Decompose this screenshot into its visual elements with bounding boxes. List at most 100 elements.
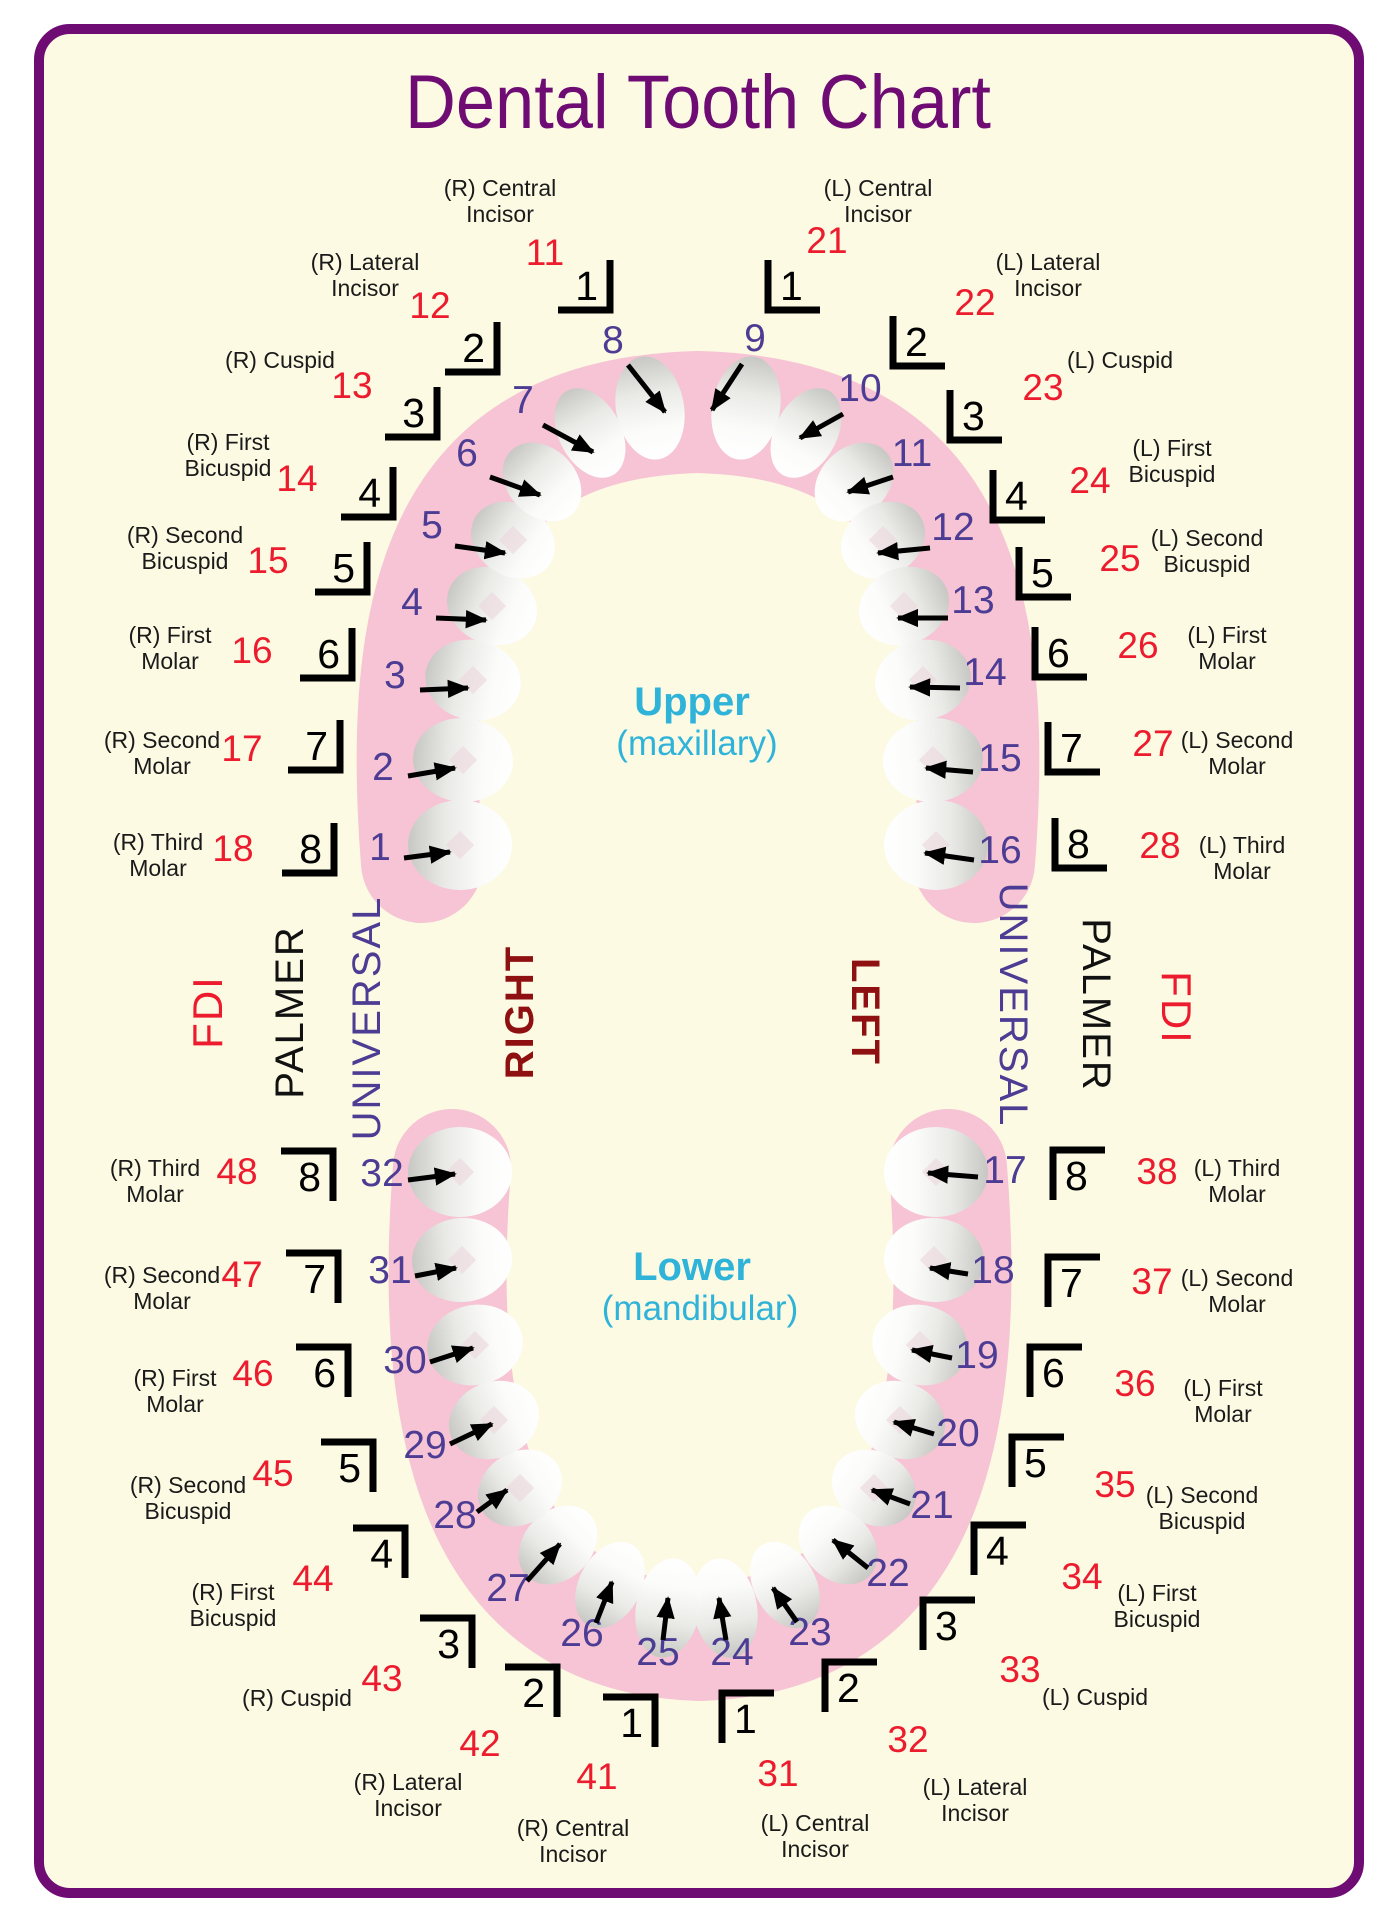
tooth-name-label: Incisor [539, 1841, 607, 1867]
universal-number: 25 [636, 1631, 679, 1674]
tooth-name-label: (R) Cuspid [225, 347, 335, 373]
fdi-number: 35 [1094, 1464, 1135, 1505]
fdi-axis-label: FDI [184, 975, 231, 1049]
tooth-name-label: (L) Second [1151, 525, 1264, 551]
tooth-name-label: (R) Cuspid [242, 1685, 352, 1711]
fdi-number: 11 [526, 232, 564, 273]
universal-number: 10 [838, 367, 881, 410]
page-title: Dental Tooth Chart [405, 60, 991, 145]
fdi-number: 25 [1099, 538, 1140, 579]
palmer-notation: 5 [315, 542, 371, 596]
palmer-notation: 7 [1044, 1253, 1100, 1307]
fdi-number: 43 [361, 1658, 402, 1699]
universal-number: 8 [602, 319, 624, 362]
svg-text:4: 4 [1005, 473, 1028, 519]
palmer-notation: 1 [718, 1689, 774, 1743]
palmer-notation: 8 [1049, 1146, 1105, 1200]
tooth-name-label: (L) Cuspid [1067, 347, 1173, 373]
tooth-name-label: Molar [1208, 1291, 1266, 1317]
pointer-arrow [475, 1487, 509, 1515]
pointer-arrow [656, 1596, 675, 1641]
tooth-name-label: Bicuspid [185, 455, 272, 481]
pointer-arrow [831, 1538, 870, 1570]
pointer-arrow [419, 679, 470, 698]
svg-text:2: 2 [462, 325, 485, 371]
universal-number: 20 [936, 1412, 979, 1455]
palmer-notation: 4 [341, 467, 397, 521]
teeth-layer [408, 356, 988, 1658]
tooth-name-label: (R) Lateral [354, 1769, 463, 1795]
svg-text:5: 5 [1024, 1440, 1047, 1486]
tooth-name-label: Incisor [374, 1795, 442, 1821]
lower-section-label: Lower [633, 1245, 751, 1289]
palmer-notation: 4 [353, 1524, 409, 1578]
fdi-number: 17 [221, 728, 262, 769]
svg-text:5: 5 [332, 545, 355, 591]
fdi-number: 32 [887, 1719, 928, 1760]
pointer-arrow [407, 1167, 457, 1186]
palmer-axis-label: PALMER [1074, 918, 1118, 1092]
fdi-number: 23 [1022, 367, 1063, 408]
pointer-arrow [870, 1487, 911, 1507]
svg-text:5: 5 [338, 1445, 361, 1491]
palmer-notation: 1 [558, 260, 614, 314]
tooth-shape [750, 1541, 820, 1629]
universal-number: 12 [931, 506, 974, 549]
pointer-arrow [928, 1262, 969, 1281]
universal-number: 30 [383, 1339, 426, 1382]
universal-number: 7 [512, 379, 534, 422]
palmer-notation: 6 [1031, 627, 1087, 681]
fdi-number: 27 [1132, 723, 1173, 764]
universal-number: 9 [744, 317, 766, 360]
palmer-notation: 3 [946, 390, 1002, 444]
pointer-arrow [626, 363, 667, 414]
upper-section-sublabel: (maxillary) [616, 724, 777, 763]
palmer-notation: 8 [281, 1147, 337, 1201]
fdi-axis-label: FDI [1153, 971, 1200, 1045]
left-side-label: LEFT [843, 958, 887, 1066]
tooth-name-label: (L) Central [761, 1810, 870, 1836]
tooth-name-label: Molar [1198, 648, 1256, 674]
tooth-name-label: Bicuspid [1159, 1508, 1246, 1534]
pointer-arrow [454, 541, 507, 560]
universal-number: 27 [486, 1567, 529, 1610]
svg-text:6: 6 [1047, 630, 1070, 676]
tooth-name-label: Molar [1194, 1401, 1252, 1427]
svg-text:4: 4 [358, 470, 381, 516]
universal-number: 28 [433, 1494, 476, 1537]
svg-text:1: 1 [734, 1696, 757, 1742]
pointer-arrow [924, 760, 974, 779]
svg-text:7: 7 [1060, 725, 1083, 771]
tooth-name-label: (L) Third [1199, 832, 1286, 858]
tooth-name-label: Incisor [466, 201, 534, 227]
pointer-arrow [846, 474, 894, 495]
palmer-notation: 8 [1051, 818, 1107, 872]
quadrant-lower-right: (R) Central Incisor 41 1 25 (R) Lateral … [104, 1147, 680, 1867]
universal-number: 3 [384, 654, 406, 697]
tooth-name-label: (R) Central [517, 1815, 629, 1841]
tooth-name-label: (L) First [1187, 622, 1267, 648]
palmer-notation: 3 [420, 1614, 476, 1668]
tooth-name-label: (L) First [1117, 1580, 1197, 1606]
tooth-name-label: Incisor [844, 201, 912, 227]
palmer-notation: 2 [889, 316, 945, 370]
pointer-arrow [525, 1542, 562, 1583]
palmer-notation: 8 [282, 823, 338, 877]
tooth-name-label: Bicuspid [142, 548, 229, 574]
svg-text:4: 4 [370, 1531, 393, 1577]
fdi-number: 16 [231, 630, 272, 671]
universal-number: 11 [892, 432, 933, 475]
tooth-name-label: Bicuspid [1164, 551, 1251, 577]
fdi-number: 36 [1114, 1363, 1155, 1404]
lower-section-sublabel: (mandibular) [602, 1289, 798, 1328]
tooth-name-label: Molar [133, 1288, 191, 1314]
fdi-number: 15 [247, 540, 288, 581]
right-side-label: RIGHT [498, 945, 542, 1079]
pointer-arrow [908, 678, 961, 697]
universal-number: 32 [360, 1152, 403, 1195]
tooth-name-label: (R) First [186, 429, 270, 455]
pointer-arrow [876, 541, 931, 561]
universal-number: 15 [978, 737, 1021, 780]
palmer-notation: 3 [919, 1596, 975, 1650]
